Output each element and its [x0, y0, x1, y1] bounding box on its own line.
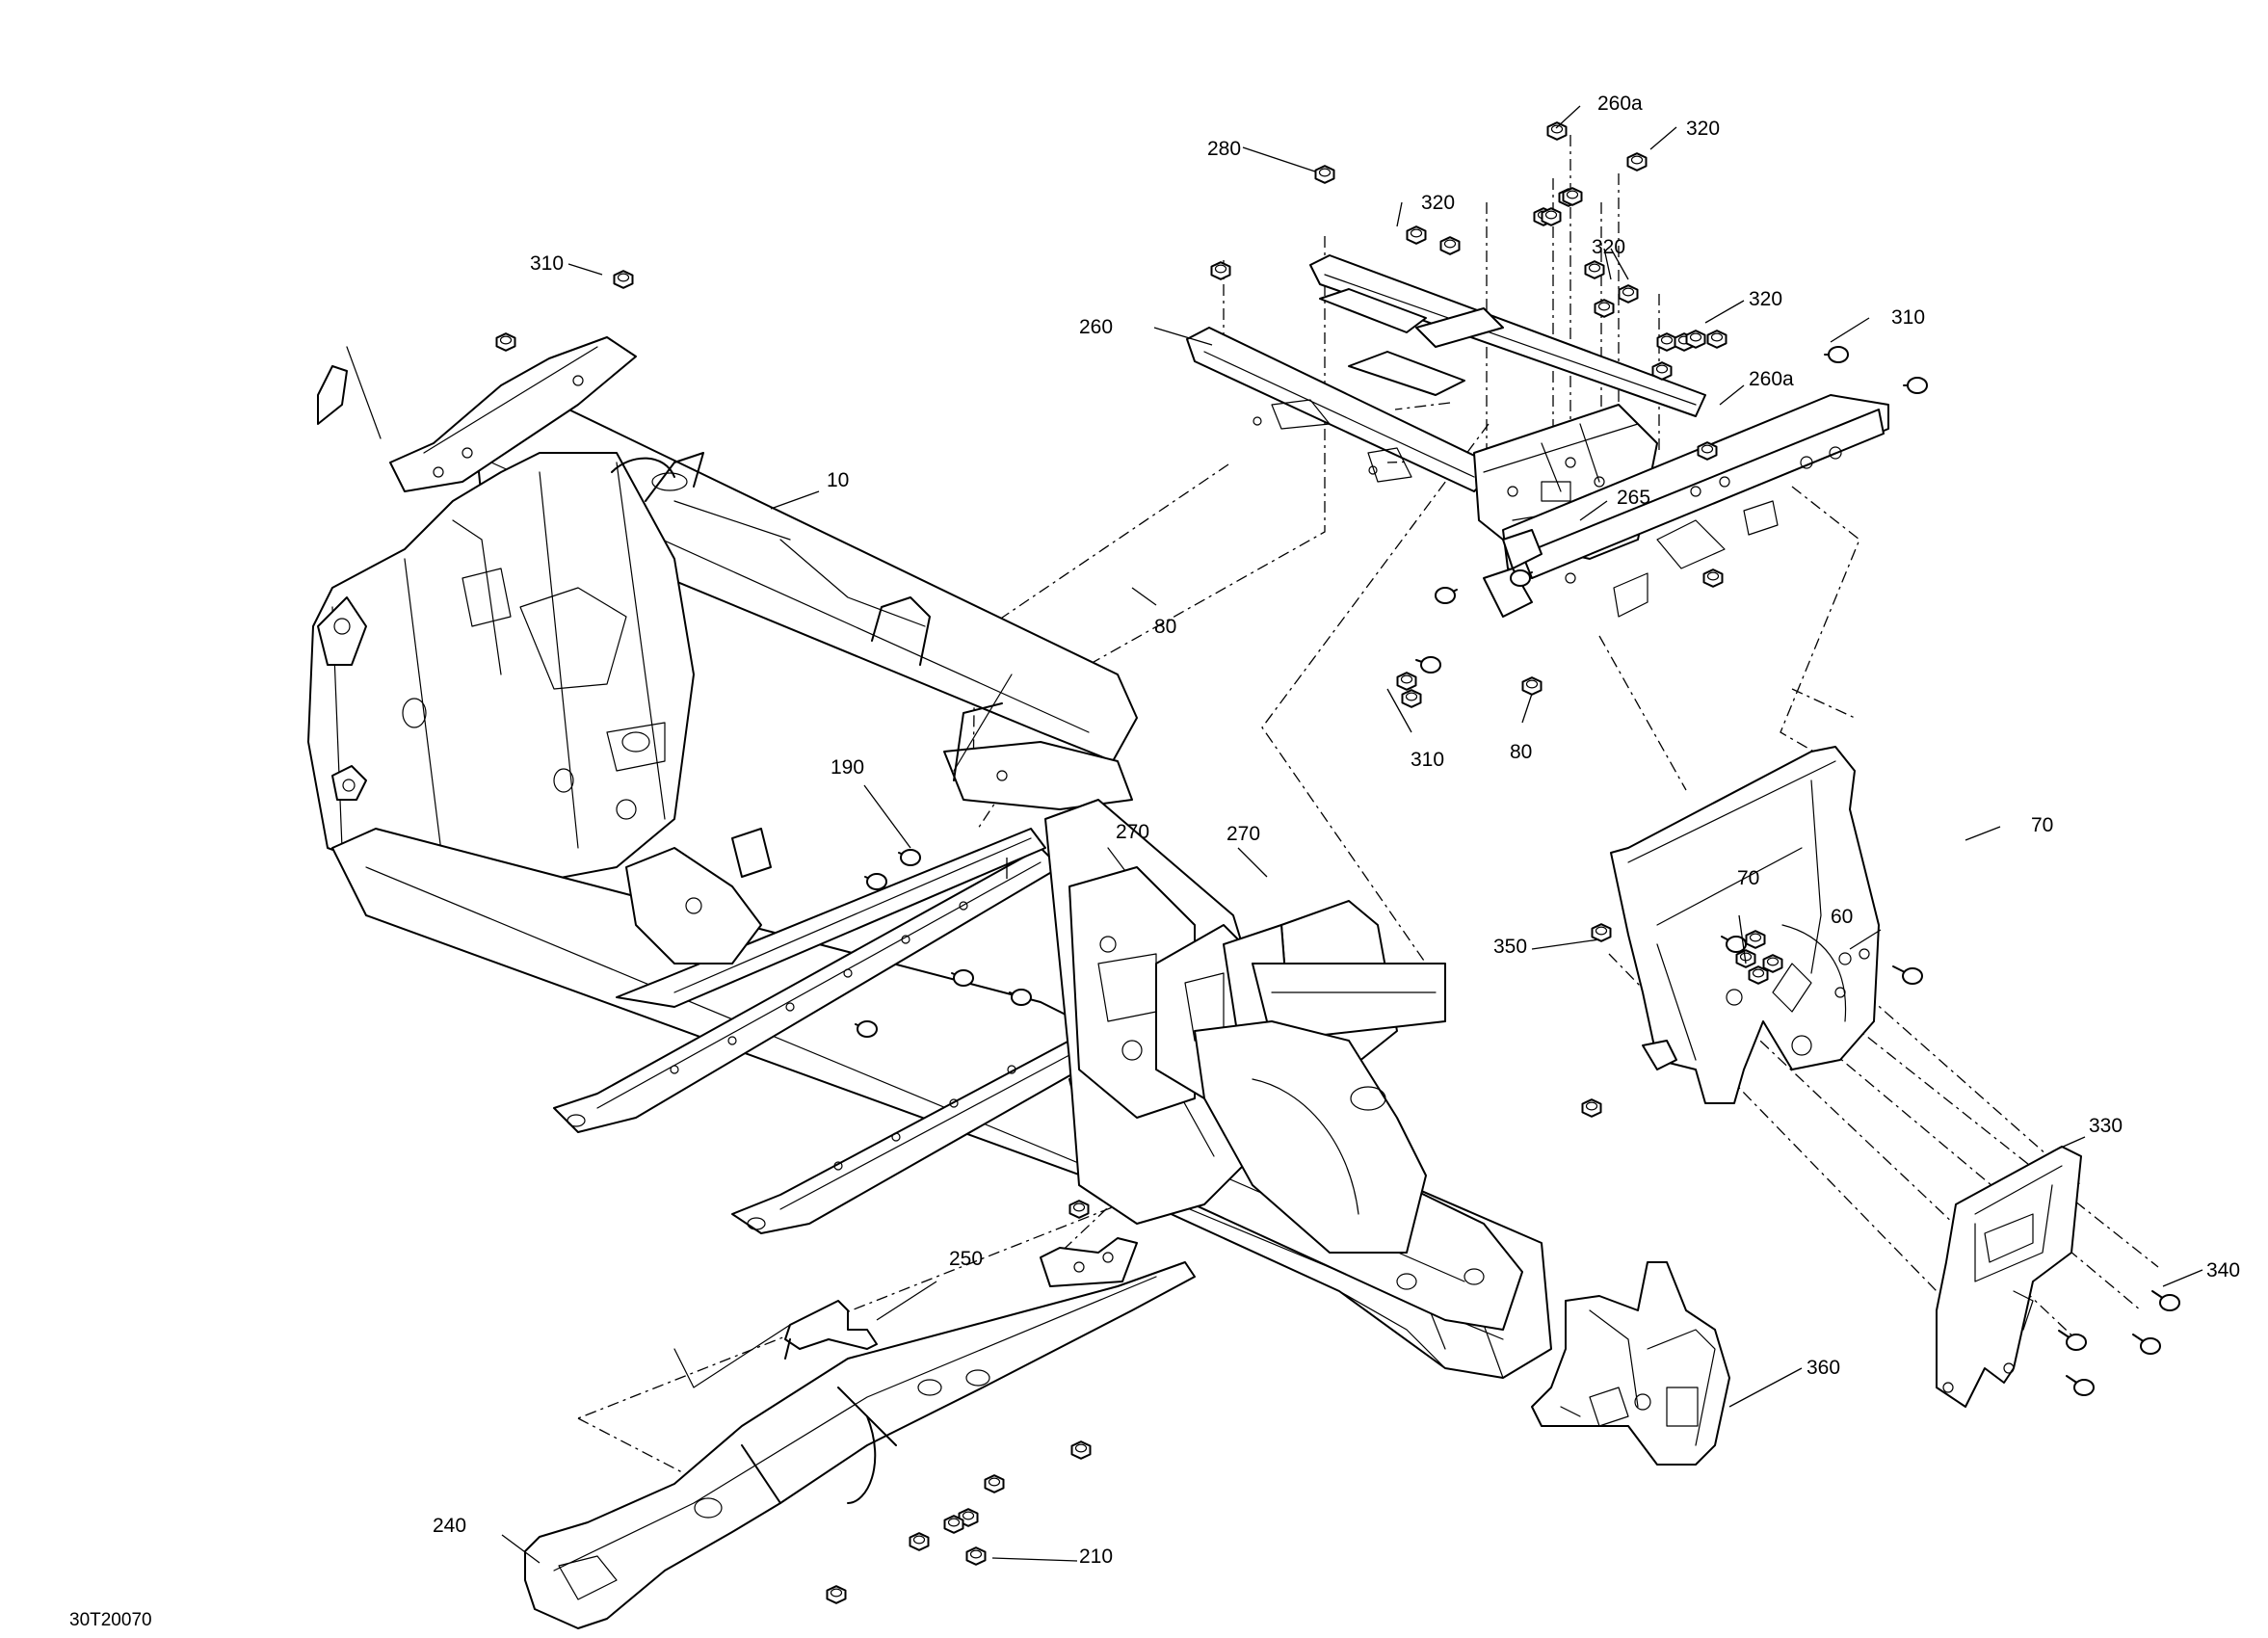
nut-icon — [613, 270, 634, 289]
callout-320: 320 — [1421, 192, 1455, 214]
nut-icon — [826, 1585, 847, 1604]
bolt-icon — [2066, 1375, 2095, 1396]
callout-360: 360 — [1806, 1357, 1840, 1379]
callout-60: 60 — [1831, 906, 1853, 928]
nut-icon — [1406, 225, 1427, 245]
leader-lines — [501, 105, 2203, 1564]
nut-icon — [1706, 330, 1727, 349]
nut-icon — [1626, 152, 1648, 172]
nut-icon — [1685, 330, 1706, 349]
nut-icon — [1314, 165, 1335, 184]
callout-260a: 260a — [1749, 368, 1794, 390]
callout-270: 270 — [1226, 823, 1260, 845]
nut-icon — [1618, 284, 1639, 304]
callout-320: 320 — [1686, 118, 1720, 140]
nut-icon — [1702, 568, 1724, 588]
nut-icon — [1401, 689, 1422, 708]
callout-320: 320 — [1749, 288, 1782, 310]
callout-310: 310 — [530, 252, 564, 275]
callout-80: 80 — [1510, 741, 1532, 763]
bolt-icon — [2132, 1334, 2161, 1355]
callout-70: 70 — [2031, 814, 2053, 836]
plate-330 — [1936, 1146, 2082, 1408]
bolt-icon — [951, 969, 974, 987]
hitch-bracket-60 — [1610, 746, 1880, 1104]
callout-310: 310 — [1891, 306, 1925, 329]
nut-icon — [909, 1532, 930, 1551]
callout-330: 330 — [2089, 1115, 2123, 1137]
nut-icon — [495, 332, 516, 352]
bolt-icon — [1415, 656, 1441, 674]
nut-icon — [1656, 332, 1677, 352]
nut-icon — [1584, 260, 1605, 279]
callout-270: 270 — [1116, 821, 1149, 843]
bolt-icon — [1824, 346, 1849, 363]
nut-icon — [1070, 1440, 1092, 1460]
callout-190: 190 — [831, 756, 864, 779]
bolt-icon — [1009, 989, 1032, 1006]
main-frame — [307, 336, 1552, 1379]
nut-icon — [1396, 672, 1417, 691]
nut-icon — [1439, 236, 1461, 255]
callout-80: 80 — [1154, 616, 1176, 638]
bolt-icon — [1510, 569, 1533, 587]
callout-350: 350 — [1493, 936, 1527, 958]
bolt-icon — [898, 849, 921, 866]
callout-70: 70 — [1737, 867, 1759, 889]
bolt-icon — [1721, 936, 1747, 953]
nut-icon — [1735, 949, 1756, 968]
receiver-hitch-360 — [1531, 1261, 1730, 1466]
nut-icon — [1748, 965, 1769, 985]
callout-250: 250 — [949, 1248, 983, 1270]
bracket-250 — [784, 1300, 878, 1360]
nut-icon — [965, 1546, 987, 1566]
tunnel-bracket-240 — [524, 1237, 1196, 1629]
callout-280: 280 — [1207, 138, 1241, 160]
nut-icon — [1594, 299, 1615, 318]
callout-10: 10 — [827, 469, 849, 491]
nut-icon — [1210, 261, 1231, 280]
bolt-icon — [2151, 1290, 2180, 1311]
callout-310: 310 — [1411, 749, 1444, 771]
callout-210: 210 — [1079, 1546, 1113, 1568]
nut-icon — [984, 1474, 1005, 1493]
callout-240: 240 — [433, 1515, 466, 1537]
callout-labels: 10 60 70 70 80 80 190 210 240 250 260 260a 260a 265 27… — [433, 92, 2240, 1568]
nut-icon — [1697, 441, 1718, 461]
nut-icon — [1762, 954, 1783, 973]
bolt-icon — [855, 1020, 878, 1038]
fasteners — [495, 121, 2180, 1604]
bolt-icon — [1435, 587, 1458, 604]
bolt-icon — [1903, 377, 1928, 394]
nut-icon — [1541, 207, 1562, 226]
nut-icon — [1591, 923, 1612, 942]
rail-holes — [670, 901, 1016, 1171]
nut-icon — [1521, 676, 1543, 696]
callout-340: 340 — [2206, 1259, 2240, 1281]
callout-265: 265 — [1617, 487, 1650, 509]
nut-icon — [1745, 930, 1766, 949]
callout-320: 320 — [1592, 236, 1625, 258]
nut-icon — [1581, 1098, 1602, 1118]
nut-icon — [943, 1515, 964, 1534]
nut-icon — [1562, 187, 1583, 206]
bolt-icon — [864, 873, 887, 890]
nut-icon — [1651, 361, 1673, 381]
nut-icon — [1068, 1200, 1090, 1219]
callout-260a: 260a — [1597, 92, 1643, 115]
bolt-icon — [1892, 965, 1923, 985]
nut-icon — [1546, 121, 1568, 141]
callout-260: 260 — [1079, 316, 1113, 338]
bolt-icon — [2058, 1330, 2087, 1351]
drawing-reference: 30T20070 — [69, 1610, 152, 1630]
rear-subframe-260 — [1186, 254, 1889, 618]
